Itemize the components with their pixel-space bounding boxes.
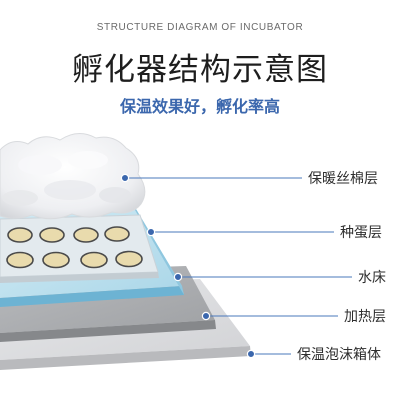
- label-foam-box: 保温泡沫箱体: [297, 347, 381, 363]
- egg: [42, 251, 70, 269]
- egg: [104, 226, 130, 242]
- english-caption: STRUCTURE DIAGRAM OF INCUBATOR: [96, 22, 304, 33]
- page-subtitle: 保温效果好，孵化率高: [119, 97, 280, 116]
- callout-water: 水床: [173, 270, 386, 286]
- foam-box-edge: [0, 346, 251, 370]
- callout-egg: 种蛋层: [146, 225, 382, 241]
- egg: [7, 227, 33, 243]
- cotton-fluff-tuft: [99, 187, 131, 203]
- cotton-fluff-tuft: [2, 190, 38, 206]
- label-water-bed: 水床: [358, 270, 386, 286]
- egg: [39, 227, 65, 243]
- egg: [115, 250, 143, 268]
- egg-layer: [0, 214, 159, 283]
- cotton-fluff-tuft: [68, 151, 108, 169]
- water-bed-side: [133, 204, 184, 295]
- egg: [73, 227, 99, 243]
- callout-dot: [146, 227, 156, 237]
- callout-dot: [201, 311, 211, 321]
- cotton-fluff-tuft: [44, 180, 96, 200]
- cotton-fluff-tuft: [18, 155, 62, 175]
- page-title: 孵化器结构示意图: [72, 52, 328, 88]
- egg: [80, 251, 108, 269]
- egg: [6, 251, 34, 269]
- callout-dot: [173, 272, 183, 282]
- callout-dot: [246, 349, 256, 359]
- heating-layer-edge: [0, 320, 216, 342]
- label-egg-layer: 种蛋层: [340, 225, 382, 241]
- callout-dot: [120, 173, 130, 183]
- label-heating-layer: 加热层: [344, 309, 386, 325]
- callout-heating: 加热层: [201, 309, 386, 325]
- label-cotton-layer: 保暖丝棉层: [308, 170, 378, 187]
- water-bed-edge: [0, 286, 184, 307]
- egg-tray-edge: [0, 272, 159, 283]
- callout-foam: 保温泡沫箱体: [246, 347, 381, 363]
- cotton-layer: [0, 133, 146, 220]
- callout-cotton: 保暖丝棉层: [120, 170, 378, 187]
